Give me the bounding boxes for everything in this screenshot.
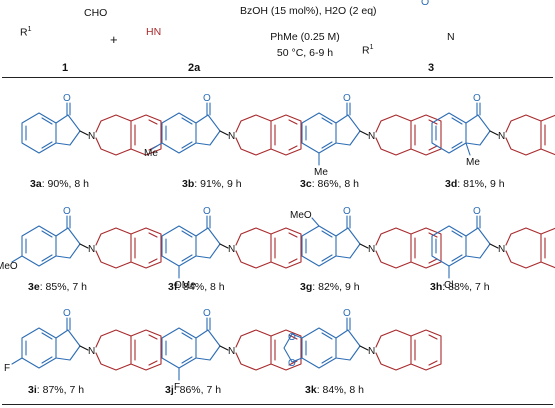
substituent-label: F	[4, 363, 10, 374]
reagent-1-label: 1	[62, 62, 69, 74]
amine-nitrogen-label: N	[498, 131, 505, 142]
substituent-label: Me	[466, 157, 480, 168]
substituent-label: Me	[144, 148, 158, 159]
carbonyl-oxygen-label: O	[63, 93, 71, 104]
carbonyl-oxygen-label: O	[203, 93, 211, 104]
carbonyl-oxygen-label: O	[203, 206, 211, 217]
reagent-2a-label: 2a	[188, 62, 201, 74]
substituent-label: MeO	[0, 261, 18, 272]
substituent-label: MeO	[290, 210, 312, 221]
conditions-line-2: PhMe (0.25 M)	[270, 31, 340, 43]
product-3b-label: 3b: 91%, 9 h	[182, 178, 242, 190]
product-3j-label: 3j: 86%, 7 h	[165, 384, 222, 396]
carbonyl-oxygen-label: O	[473, 93, 481, 104]
aldehyde-label: CHO	[84, 7, 108, 19]
amine-nitrogen-label: N	[498, 244, 505, 255]
carbonyl-oxygen-label: O	[63, 308, 71, 319]
carbonyl-oxygen-label: O	[343, 308, 351, 319]
plus-sign: +	[110, 32, 118, 47]
carbonyl-oxygen-label: O	[343, 206, 351, 217]
product-3a-label: 3a: 90%, 8 h	[30, 178, 89, 190]
carbonyl-oxygen-label: O	[343, 93, 351, 104]
product-3h-structure: O N Cl	[431, 206, 555, 291]
product-3d-structure: O N Me	[431, 93, 555, 168]
product-3d-label: 3d: 81%, 9 h	[445, 178, 505, 190]
product-3f-structure: O N OMe	[161, 206, 302, 291]
product-3g-structure: O N MeO	[290, 206, 442, 269]
amine-nitrogen-label: N	[368, 346, 375, 357]
product-3c-label: 3c: 86%, 8 h	[300, 178, 359, 190]
amine-nitrogen-label: N	[88, 244, 95, 255]
substituent-label: O	[288, 358, 296, 369]
amine-nitrogen-label: N	[368, 131, 375, 142]
nh-group-label: HN	[146, 26, 162, 38]
conditions-line-1: BzOH (15 mol%), H2O (2 eq)	[240, 5, 377, 17]
amine-nitrogen-label: N	[368, 244, 375, 255]
carbonyl-oxygen-label: O	[473, 206, 481, 217]
substituent-label: Me	[314, 167, 328, 178]
product-3e-label: 3e: 85%, 7 h	[28, 281, 87, 293]
product-3b-structure: O N Me	[144, 93, 302, 159]
amine-nitrogen-label: N	[228, 131, 235, 142]
carbonyl-oxygen-label: O	[203, 308, 211, 319]
substituent-label: O	[288, 332, 296, 343]
product-3g-label: 3g: 82%, 9 h	[300, 281, 360, 293]
product-3-oxygen: O	[421, 0, 430, 8]
product-3k-structure: O N O O	[283, 308, 442, 371]
product-3k-label: 3k: 84%, 8 h	[305, 384, 364, 396]
product-3h-label: 3h: 88%, 7 h	[430, 281, 490, 293]
top-divider	[2, 77, 553, 78]
substituent-label: F	[174, 382, 180, 393]
r1-substituent-label: R1	[20, 26, 32, 39]
substituent-label: OMe	[174, 280, 196, 291]
carbonyl-oxygen-label: O	[63, 206, 71, 217]
product-3i-structure: O N F	[4, 308, 162, 374]
amine-nitrogen-label: N	[88, 131, 95, 142]
product-3-r1-label: R1	[362, 44, 374, 57]
product-3i-label: 3i: 87%, 7 h	[28, 384, 85, 396]
substituent-label: Cl	[444, 280, 453, 291]
amine-nitrogen-label: N	[228, 244, 235, 255]
product-3j-structure: O N F	[161, 308, 302, 393]
conditions-line-3: 50 °C, 6-9 h	[276, 47, 334, 59]
product-3f-label: 3f: 84%, 8 h	[168, 281, 225, 293]
product-3e-structure: O N MeO	[0, 206, 162, 272]
product-3-label: 3	[428, 62, 435, 74]
amine-nitrogen-label: N	[88, 346, 95, 357]
product-3c-structure: O N Me	[301, 93, 442, 178]
bottom-divider	[2, 404, 553, 405]
product-3a-structure: ON	[21, 93, 162, 156]
product-3-nitrogen: N	[447, 31, 455, 43]
amine-nitrogen-label: N	[228, 346, 235, 357]
